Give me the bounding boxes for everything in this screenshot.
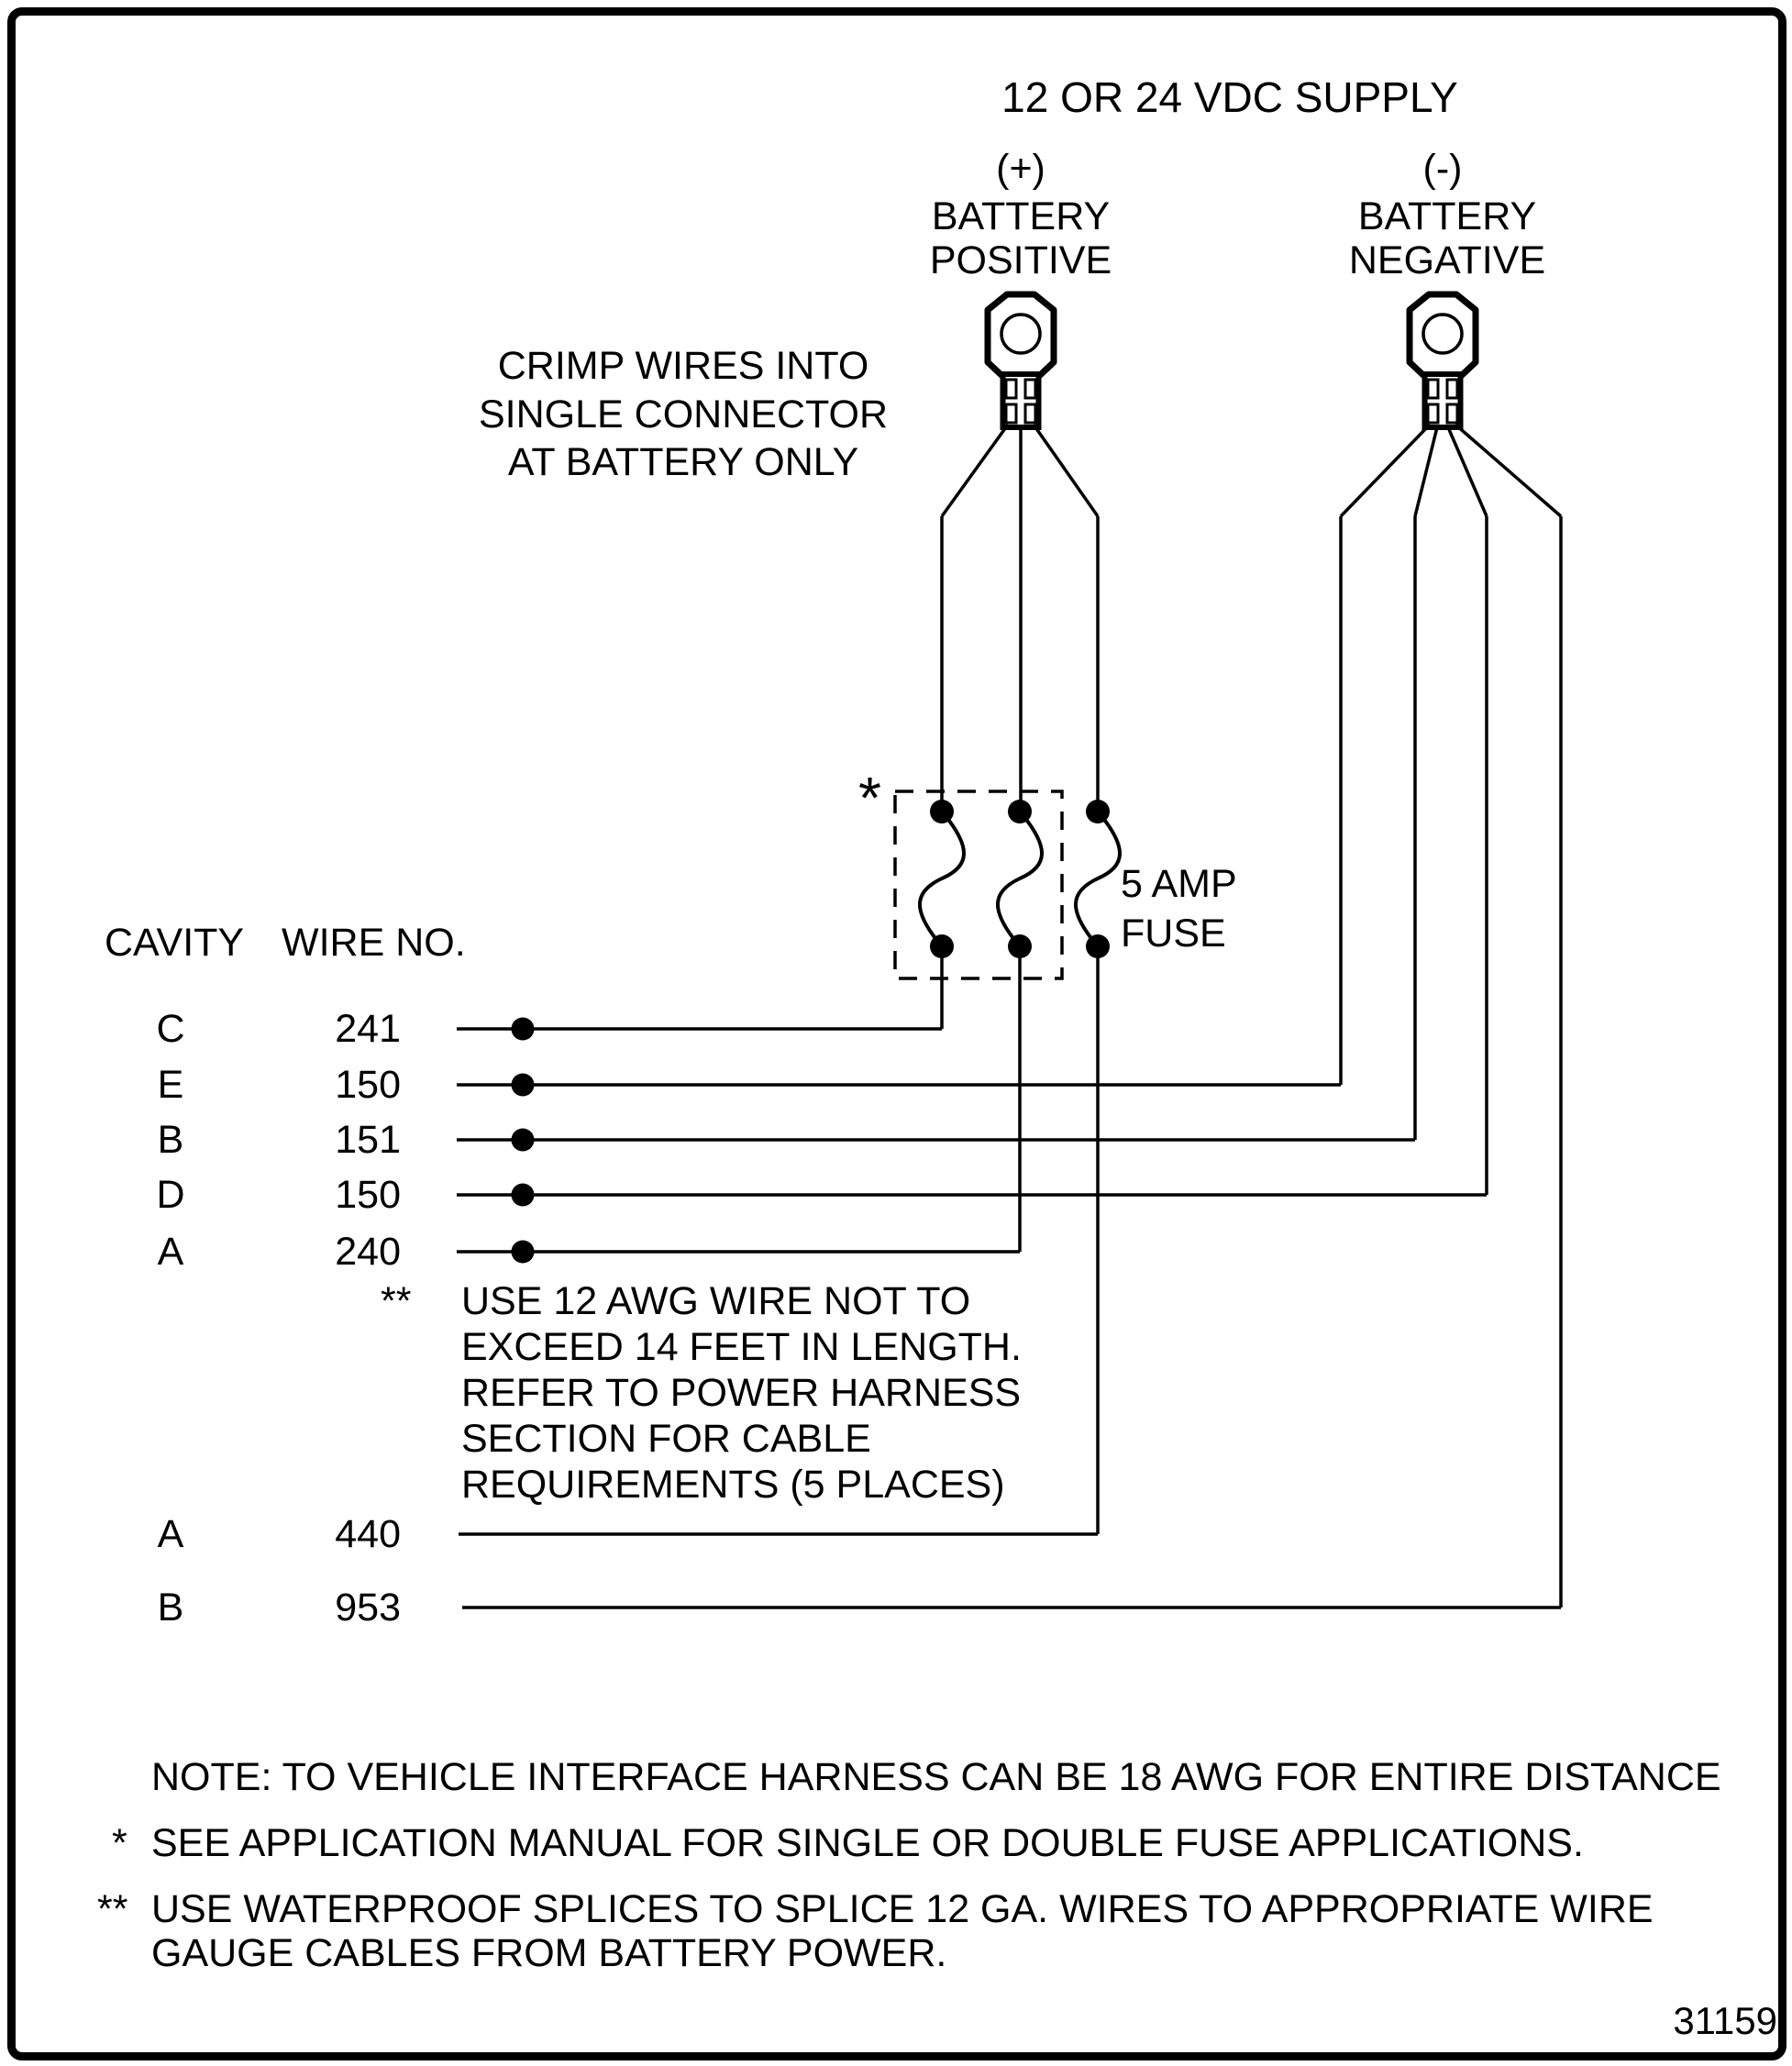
cavity-cell: C (156, 1007, 185, 1051)
wire-no-cell: 150 (335, 1173, 401, 1217)
fuse-output-lines (940, 946, 1100, 1534)
wire-no-cell: 150 (335, 1063, 401, 1107)
footnote-double-star-line2: GAUGE CABLES FROM BATTERY POWER. (151, 1931, 947, 1975)
header-wire-no: WIRE NO. (282, 921, 466, 965)
negative-polarity-label: NEGATIVE (1348, 238, 1546, 282)
wire-no-cell: 953 (335, 1585, 401, 1630)
positive-battery-label: BATTERY (931, 194, 1111, 238)
awg-note-line1: USE 12 AWG WIRE NOT TO (461, 1279, 971, 1323)
cavity-cell: D (156, 1173, 185, 1217)
wire-no-cell: 151 (335, 1118, 401, 1162)
wire-no-cell: 241 (335, 1007, 401, 1051)
fuse-label-line1: 5 AMP (1121, 862, 1237, 906)
footnote-double-star-line1: USE WATERPROOF SPLICES TO SPLICE 12 GA. … (151, 1887, 1654, 1931)
positive-polarity-label: POSITIVE (929, 238, 1112, 282)
wire-no-cell: 240 (335, 1230, 401, 1274)
splice-dots (511, 1017, 535, 1264)
crimp-note-line2: SINGLE CONNECTOR (479, 392, 888, 436)
cavity-cell: B (157, 1118, 184, 1162)
cavity-cell: B (157, 1585, 184, 1630)
page-border (7, 7, 1786, 2060)
header-cavity: CAVITY (105, 921, 245, 965)
positive-sign-label: (+) (996, 147, 1045, 191)
cavity-cell: A (157, 1512, 184, 1556)
crimp-note-line3: AT BATTERY ONLY (507, 440, 859, 484)
awg-note-marker: ** (381, 1279, 412, 1323)
negative-battery-label: BATTERY (1357, 194, 1537, 238)
positive-wire-lines (940, 423, 1100, 807)
footnote-single-star-text: SEE APPLICATION MANUAL FOR SINGLE OR DOU… (151, 1821, 1584, 1865)
fuse-symbols (918, 810, 1122, 948)
footnote-note: NOTE: TO VEHICLE INTERFACE HARNESS CAN B… (151, 1755, 1721, 1799)
footnote-double-star-marker: ** (97, 1887, 128, 1931)
footnote-single-star-marker: * (112, 1821, 127, 1865)
battery-negative-terminal-icon (1410, 294, 1476, 427)
figure-number: 31159 (1673, 1999, 1777, 2042)
crimp-note-line1: CRIMP WIRES INTO (497, 344, 869, 388)
awg-note-line3: REFER TO POWER HARNESS (461, 1371, 1022, 1415)
fuse-box-dashed-outline (893, 790, 1064, 980)
fuse-asterisk-marker: * (858, 765, 881, 831)
fuse-label-line2: FUSE (1121, 911, 1226, 956)
cavity-cell: E (157, 1063, 184, 1107)
cavity-cell: A (157, 1230, 184, 1274)
awg-note-line5: REQUIREMENTS (5 PLACES) (461, 1463, 1005, 1507)
negative-wire-lines (1339, 423, 1563, 1608)
negative-sign-label: (-) (1422, 147, 1463, 191)
awg-note-line4: SECTION FOR CABLE (461, 1417, 871, 1461)
battery-positive-terminal-icon (988, 294, 1054, 427)
wire-no-cell: 440 (335, 1512, 401, 1556)
supply-title: 12 OR 24 VDC SUPPLY (1001, 73, 1458, 121)
awg-note-line2: EXCEED 14 FEET IN LENGTH. (461, 1325, 1022, 1369)
harness-row-lines (457, 1027, 1561, 1609)
